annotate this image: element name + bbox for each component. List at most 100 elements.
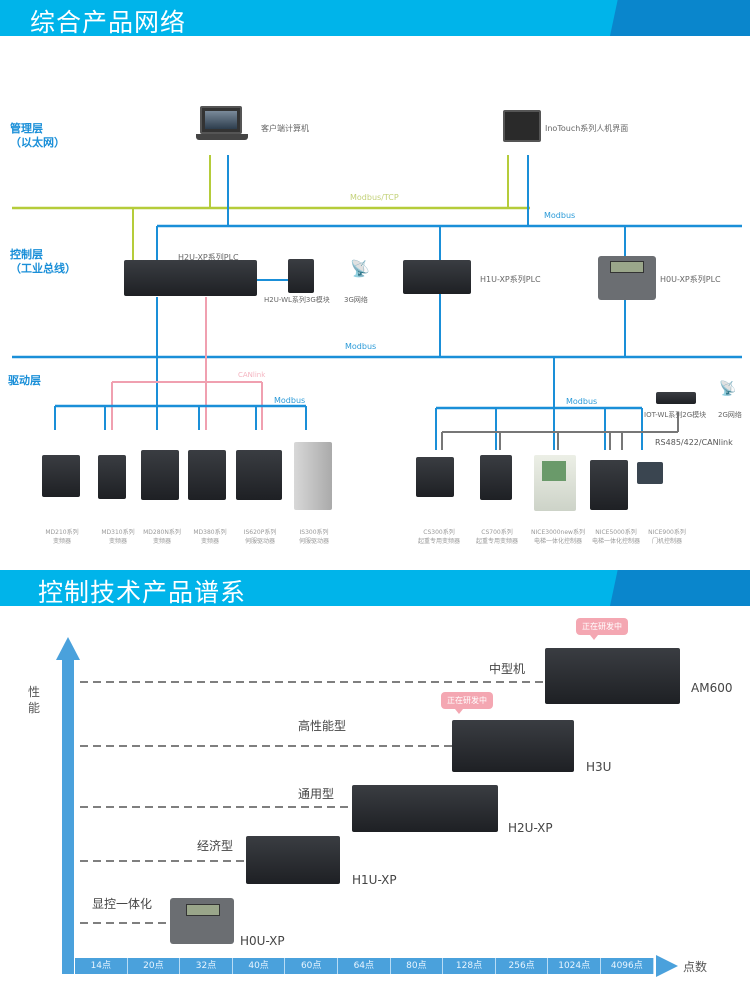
y-axis-label: 性 能 <box>28 684 40 716</box>
cs700-name: CS700系列 <box>481 529 513 536</box>
is620p-type: 伺服驱动器 <box>244 538 275 545</box>
drive-label-nice5000: NICE5000系列电梯一体化控制器 <box>586 528 646 546</box>
cs300-device <box>416 457 454 497</box>
drive-label-md210: MD210系列变频器 <box>34 528 90 546</box>
y-axis-bar <box>62 660 74 974</box>
bus-label-modbus-left: Modbus <box>274 396 306 405</box>
tier-label-general: 通用型 <box>298 787 335 801</box>
tier-label-economy: 经济型 <box>197 839 234 853</box>
nice3000-device <box>534 455 576 511</box>
h1u-plc-label: H1U-XP系列PLC <box>480 275 541 284</box>
md310-type: 变频器 <box>108 538 127 545</box>
am600-device <box>545 648 680 704</box>
nice5000-type: 电梯一体化控制器 <box>591 538 640 545</box>
drive-label-is300: IS300系列伺服驱动器 <box>286 528 342 546</box>
iot-2g-module-device <box>656 392 696 404</box>
x-tick: 20点 <box>127 958 181 974</box>
iot-module-label: IOT-WL系列2G模块 <box>644 411 707 419</box>
nice900-type: 门机控制器 <box>651 538 682 545</box>
drive-label-md310: MD310系列变频器 <box>90 528 146 546</box>
nice3000-name: NICE3000new系列 <box>531 529 585 536</box>
drive-label-md280n: MD280N系列变频器 <box>134 528 190 546</box>
badge-in-development-h3u: 正在研发中 <box>441 692 493 714</box>
nice900-name: NICE900系列 <box>648 529 686 536</box>
bus-label-rs485: RS485/422/CANlink <box>655 438 733 447</box>
h2u-plc-label: H2U-XP系列PLC <box>178 253 239 262</box>
layer-management-name: 管理层 <box>10 122 43 135</box>
network-section-title: 综合产品网络 <box>30 8 187 36</box>
h0u-plc-label: H0U-XP系列PLC <box>660 275 721 284</box>
nice5000-name: NICE5000系列 <box>595 529 637 536</box>
model-label-h0u-xp: H0U-XP <box>240 934 285 948</box>
x-tick: 40点 <box>232 958 286 974</box>
network-section-banner: 综合产品网络 <box>0 0 750 36</box>
badge-in-development-am600: 正在研发中 <box>576 618 628 640</box>
layer-drive: 驱动层 <box>8 374 41 387</box>
nice5000-device <box>590 460 628 510</box>
cs700-type: 起重专用变频器 <box>475 538 518 545</box>
md280n-name: MD280N系列 <box>143 529 181 536</box>
model-label-h1u-xp: H1U-XP <box>352 873 397 887</box>
md280n-type: 变频器 <box>152 538 171 545</box>
bus-label-modbus-tcp: Modbus/TCP <box>350 193 399 202</box>
nice900-device <box>637 462 663 484</box>
cs700-device <box>480 455 512 500</box>
h0u-xp-device <box>170 898 234 944</box>
is300-name: IS300系列 <box>299 529 329 536</box>
h2u-plc-device <box>124 260 257 296</box>
pc-label: 客户端计算机 <box>261 124 309 133</box>
x-tick: 256点 <box>495 958 549 974</box>
h1u-plc-device <box>403 260 471 294</box>
hmi-touchscreen-icon <box>503 110 541 142</box>
y-axis-label-1: 性 <box>28 685 41 699</box>
cs300-type: 起重专用变频器 <box>417 538 460 545</box>
laptop-icon <box>196 106 248 140</box>
bus-label-canlink: CANlink <box>238 371 266 379</box>
hmi-label: InoTouch系列人机界面 <box>545 124 629 133</box>
layer-control: 控制层 （工业总线） <box>10 248 76 276</box>
md280n-device <box>141 450 179 500</box>
drive-label-cs300: CS300系列起重专用变频器 <box>410 528 468 546</box>
x-tick: 1024点 <box>548 958 601 974</box>
md210-device <box>42 455 80 497</box>
family-section-title: 控制技术产品谱系 <box>38 578 247 606</box>
tier-label-high-performance: 高性能型 <box>298 719 347 733</box>
h2u-xp-device <box>352 785 498 832</box>
x-axis-label: 点数 <box>683 960 708 974</box>
is300-device <box>294 442 332 510</box>
md380-type: 变频器 <box>200 538 219 545</box>
is300-type: 伺服驱动器 <box>298 538 329 545</box>
x-tick: 80点 <box>390 958 444 974</box>
drive-label-is620p: IS620P系列伺服驱动器 <box>232 528 288 546</box>
x-tick: 14点 <box>75 958 128 974</box>
bus-label-modbus-top: Modbus <box>544 211 576 220</box>
family-section-banner: 控制技术产品谱系 <box>0 570 750 606</box>
md310-name: MD310系列 <box>101 529 135 536</box>
bus-label-modbus-mid: Modbus <box>345 342 377 351</box>
tier-label-display-control: 显控一体化 <box>92 897 153 911</box>
bus-label-modbus-right: Modbus <box>566 397 598 406</box>
md380-device <box>188 450 226 500</box>
md210-name: MD210系列 <box>45 529 79 536</box>
x-tick: 128点 <box>443 958 496 974</box>
nice3000-type: 电梯一体化控制器 <box>533 538 582 545</box>
wl-module-label: H2U-WL系列3G模块 <box>264 296 330 304</box>
drive-label-nice900: NICE900系列门机控制器 <box>642 528 692 546</box>
drive-label-cs700: CS700系列起重专用变频器 <box>468 528 526 546</box>
antenna-3g-icon: 📡 <box>350 259 370 278</box>
drive-label-md380: MD380系列变频器 <box>182 528 238 546</box>
layer-management-sub: （以太网） <box>10 136 65 149</box>
y-axis-arrow <box>56 637 80 660</box>
antenna-2g-icon: 📡 <box>719 381 737 397</box>
network-wiring <box>12 155 742 450</box>
cs300-name: CS300系列 <box>423 529 455 536</box>
net-3g-label: 3G网络 <box>344 296 368 304</box>
y-axis-label-2: 能 <box>28 701 41 715</box>
layer-control-sub: （工业总线） <box>10 262 76 275</box>
model-label-am600: AM600 <box>691 681 733 695</box>
md380-name: MD380系列 <box>193 529 227 536</box>
md210-type: 变频器 <box>52 538 71 545</box>
model-label-h3u: H3U <box>586 760 612 774</box>
x-axis-arrow <box>656 955 678 977</box>
